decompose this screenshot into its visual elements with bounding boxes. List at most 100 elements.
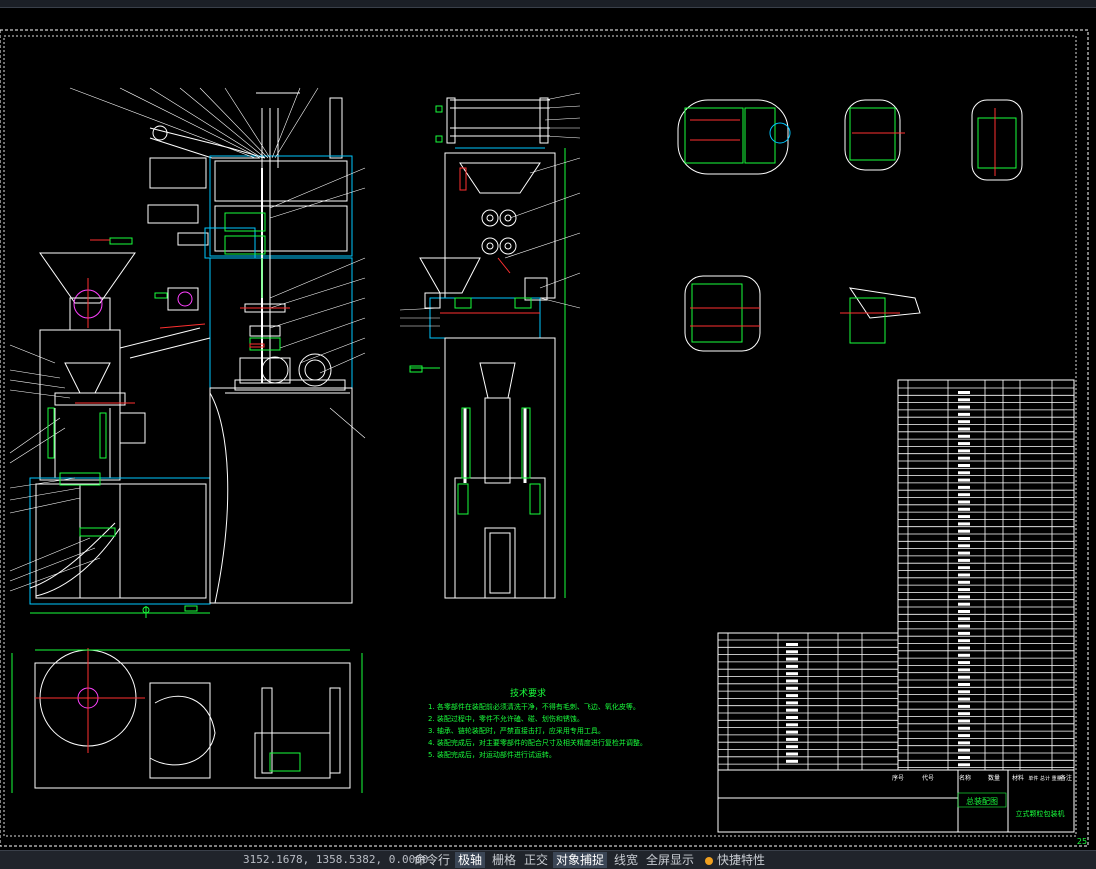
table-cell-mark — [958, 412, 970, 416]
object-snap-toggle[interactable]: 对象捕捉 — [553, 852, 608, 868]
tech-req-line-5: 5. 装配完成后，对运动部件进行试运转。 — [428, 750, 556, 759]
side-annotations — [435, 105, 541, 515]
table-column-headers: 序号 代号 名称 数量 材料 单件 总计 重量 备注 — [892, 774, 1072, 782]
table-cell-mark — [786, 694, 798, 698]
table-cell-mark — [958, 434, 970, 438]
col-header-code: 代号 — [922, 774, 934, 782]
table-cell-mark — [958, 595, 970, 599]
table-cell-mark — [958, 741, 970, 745]
table-cell-mark — [786, 643, 798, 646]
table-cell-mark — [958, 631, 970, 635]
quick-properties-label: 快捷特性 — [717, 853, 766, 867]
front-view — [29, 92, 353, 614]
leader-lines — [9, 87, 366, 592]
table-cell-mark — [958, 756, 970, 759]
table-cell-mark — [958, 748, 970, 752]
tech-req-line-1: 1. 各零部件在装配前必须清洗干净，不得有毛刺、飞边、氧化皮等。 — [428, 702, 640, 711]
table-cell-mark — [958, 646, 970, 650]
table-cell-mark — [958, 485, 970, 489]
cursor-coordinates: 3152.1678, 1358.5382, 0.0000 — [243, 853, 429, 866]
table-cell-mark — [958, 653, 970, 657]
table-cell-mark — [958, 661, 970, 665]
table-cell-mark — [786, 723, 798, 727]
table-cell-mark — [958, 719, 970, 723]
table-cell-mark — [958, 493, 970, 497]
table-cell-mark — [958, 763, 970, 767]
drawing-name: 总装配图 — [966, 796, 998, 806]
table-cell-mark — [958, 456, 970, 460]
fullscreen-button[interactable]: 全屏显示 — [646, 853, 695, 867]
table-cell-mark — [958, 515, 970, 519]
drawing-canvas[interactable]: 技术要求 1. 各零部件在装配前必须清洗干净，不得有毛刺、飞边、氧化皮等。 2.… — [0, 8, 1096, 850]
table-cell-mark — [958, 551, 970, 555]
table-cell-mark — [958, 558, 970, 562]
table-cell-mark — [958, 726, 970, 730]
status-bar: 3152.1678, 1358.5382, 0.0000 命令行 极轴 栅格 正… — [0, 850, 1096, 869]
col-header-remark: 备注 — [1060, 774, 1072, 782]
table-cell-mark — [958, 602, 970, 606]
top-view — [11, 648, 363, 793]
table-cell-mark — [958, 624, 970, 628]
parts-table-outline — [717, 379, 1075, 833]
table-cell-mark — [958, 427, 970, 431]
window-top-bar — [0, 0, 1096, 8]
quick-properties-toggle[interactable]: 快捷特性 — [702, 852, 768, 868]
table-cell-mark — [958, 683, 970, 686]
table-cell-mark — [958, 734, 970, 738]
lineweight-toggle[interactable]: 线宽 — [614, 853, 639, 867]
table-cell-mark — [786, 657, 798, 661]
col-header-qty: 数量 — [988, 774, 1000, 782]
table-cell-mark — [786, 686, 798, 690]
table-cell-mark — [958, 449, 970, 453]
table-cell-mark — [786, 672, 798, 676]
parts-list-table — [718, 380, 1074, 770]
dot-icon — [705, 856, 713, 865]
table-cell-mark — [958, 697, 970, 701]
table-cell-mark — [786, 664, 798, 668]
table-cell-mark — [958, 522, 970, 526]
tech-req-line-2: 2. 装配过程中，零件不允许磕、碰、划伤和锈蚀。 — [428, 714, 584, 723]
ortho-toggle[interactable]: 正交 — [524, 853, 549, 867]
detail-views — [677, 99, 1023, 352]
polar-tracking-toggle[interactable]: 极轴 — [455, 852, 486, 868]
table-cell-mark — [958, 537, 970, 540]
grid-toggle[interactable]: 栅格 — [492, 853, 517, 867]
table-cell-mark — [958, 639, 970, 643]
page-number: 25 — [1077, 837, 1087, 846]
table-cell-mark — [786, 701, 798, 705]
table-cell-mark — [958, 544, 970, 548]
table-cell-mark — [958, 704, 970, 708]
table-cell-mark — [786, 737, 798, 741]
table-cell-mark — [958, 690, 970, 694]
tech-req-line-4: 4. 装配完成后，对主要零部件的配合尺寸及相关精度进行复检并调整。 — [428, 738, 647, 747]
table-cell-mark — [786, 650, 798, 654]
table-cell-mark — [958, 529, 970, 533]
drawing-svg[interactable]: 技术要求 1. 各零部件在装配前必须清洗干净，不得有毛刺、飞边、氧化皮等。 2.… — [0, 8, 1096, 850]
table-cell-mark — [786, 759, 798, 763]
table-cell-mark — [786, 708, 798, 712]
table-cell-mark — [958, 471, 970, 475]
table-cell-mark — [786, 716, 798, 719]
table-cell-mark — [958, 478, 970, 482]
table-cell-mark — [958, 442, 970, 446]
side-leaders — [399, 92, 581, 327]
table-cell-mark — [958, 398, 970, 402]
front-annotations — [47, 212, 290, 618]
tech-req-line-3: 3. 轴承、链轮装配时，严禁直接击打，应采用专用工具。 — [428, 726, 605, 735]
table-cell-mark — [958, 420, 970, 424]
table-cell-mark — [958, 507, 970, 511]
table-cell-mark — [958, 566, 970, 570]
table-cell-mark — [958, 610, 970, 613]
table-cell-mark — [786, 679, 798, 683]
table-cell-mark — [958, 405, 970, 409]
table-cell-mark — [958, 391, 970, 394]
cmd-line-button[interactable]: 命令行 — [414, 853, 451, 867]
col-header-weight: 单件 总计 重量 — [1028, 775, 1061, 782]
side-view — [409, 97, 566, 599]
table-cell-mark — [786, 745, 798, 749]
table-cell-mark — [958, 580, 970, 584]
table-cell-mark — [958, 712, 970, 716]
table-cell-mark — [958, 573, 970, 577]
table-cell-mark — [958, 675, 970, 679]
